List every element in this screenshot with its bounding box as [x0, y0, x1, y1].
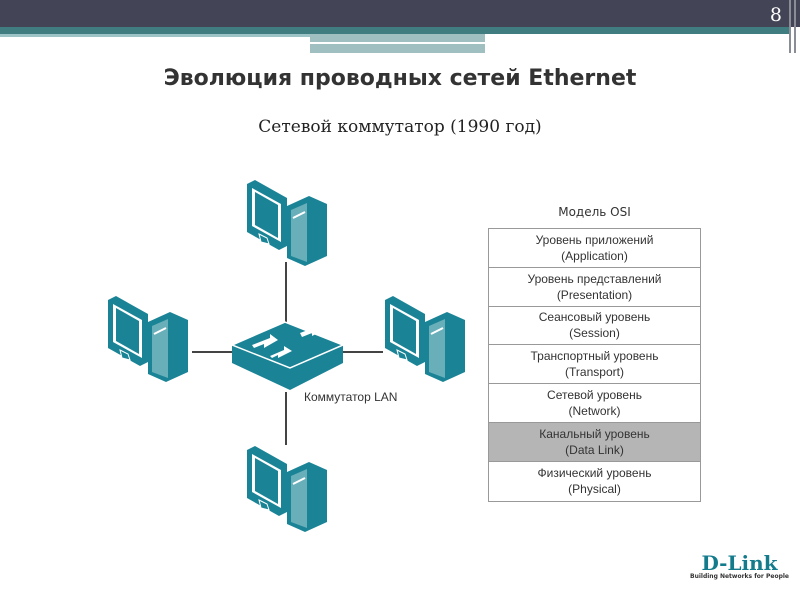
layer-name: Канальный уровень [539, 426, 650, 441]
header-stripe [0, 27, 790, 34]
layer-name-en: (Presentation) [556, 287, 633, 302]
layer-name: Уровень приложений [535, 232, 654, 247]
computer-icon [384, 295, 466, 383]
layer-name-en: (Transport) [565, 365, 624, 380]
computer-icon [246, 445, 328, 533]
layer-name: Сетевой уровень [547, 388, 642, 403]
osi-row-transport: Транспортный уровень(Transport) [489, 345, 700, 385]
slide-subtitle: Сетевой коммутатор (1990 год) [258, 117, 542, 137]
osi-row-network: Сетевой уровень(Network) [489, 384, 700, 423]
header-stripe [310, 42, 485, 44]
slide-number: 8 [769, 4, 782, 26]
layer-name-en: (Application) [561, 248, 628, 263]
layer-name-en: (Network) [568, 404, 621, 419]
layer-name: Транспортный уровень [530, 349, 659, 364]
osi-row-data-link: Канальный уровень(Data Link) [489, 422, 700, 462]
header-bar [0, 0, 800, 27]
layer-name: Физический уровень [537, 466, 652, 481]
computer-icon [246, 179, 328, 267]
layer-name-en: (Session) [569, 326, 620, 341]
logo-name: D-Link [701, 551, 778, 575]
layer-name-en: (Data Link) [565, 442, 624, 457]
osi-row-physical: Физический уровень(Physical) [489, 462, 700, 501]
osi-header: Модель OSI [558, 205, 631, 219]
slide-title: Эволюция проводных сетей Ethernet [163, 66, 637, 91]
osi-table: Уровень приложений(Application) Уровень … [488, 228, 701, 502]
layer-name: Сеансовый уровень [538, 310, 651, 325]
computer-icon [107, 295, 189, 383]
header-stripe [0, 34, 310, 37]
osi-row-application: Уровень приложений(Application) [489, 229, 700, 268]
decor-line [794, 0, 796, 53]
switch-label: Коммутатор LAN [304, 390, 398, 404]
osi-row-presentation: Уровень представлений(Presentation) [489, 268, 700, 307]
decor-line [789, 0, 791, 53]
layer-name: Уровень представлений [527, 271, 662, 286]
dlink-logo: D-Link Building Networks for People [690, 553, 789, 580]
switch-icon [230, 321, 345, 390]
logo-tagline: Building Networks for People [690, 573, 789, 580]
layer-name-en: (Physical) [568, 482, 621, 497]
osi-row-session: Сеансовый уровень(Session) [489, 307, 700, 346]
